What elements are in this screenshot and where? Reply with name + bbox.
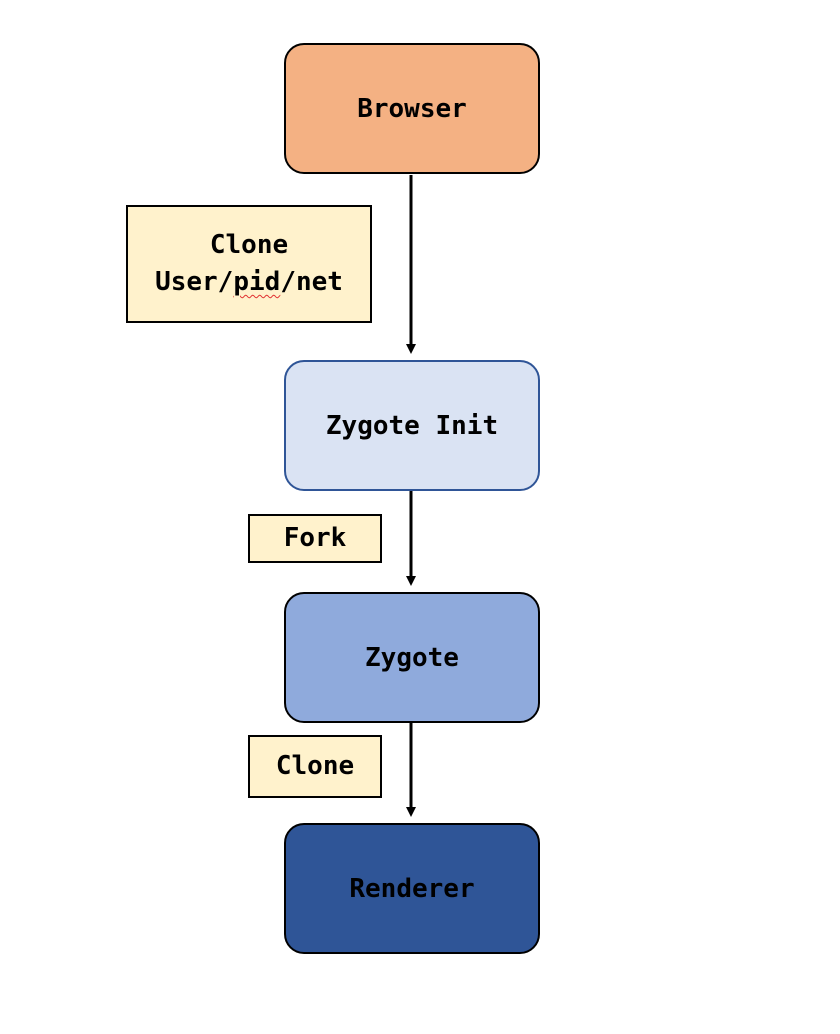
fork-note: Fork xyxy=(248,514,382,563)
browser-node: Browser xyxy=(284,43,540,174)
clone-namespaces-note: Clone User/pid/net xyxy=(126,205,372,323)
renderer-node: Renderer xyxy=(284,823,540,954)
browser-label: Browser xyxy=(357,93,467,124)
clone-note: Clone xyxy=(248,735,382,798)
zygote-node: Zygote xyxy=(284,592,540,723)
fork-label: Fork xyxy=(283,523,347,553)
renderer-label: Renderer xyxy=(349,873,475,904)
zygote-label: Zygote xyxy=(365,642,459,673)
clone-namespaces-line2-pid: pid xyxy=(233,267,281,297)
zygote-init-node: Zygote Init xyxy=(284,360,540,491)
clone-namespaces-line2: User/pid/net xyxy=(155,264,343,301)
zygote-init-label: Zygote Init xyxy=(325,410,499,441)
clone-namespaces-line2-suffix: /net xyxy=(280,267,343,297)
clone-namespaces-line2-prefix: User/ xyxy=(155,267,234,297)
clone-label: Clone xyxy=(275,751,355,781)
clone-namespaces-line1: Clone xyxy=(209,230,289,260)
